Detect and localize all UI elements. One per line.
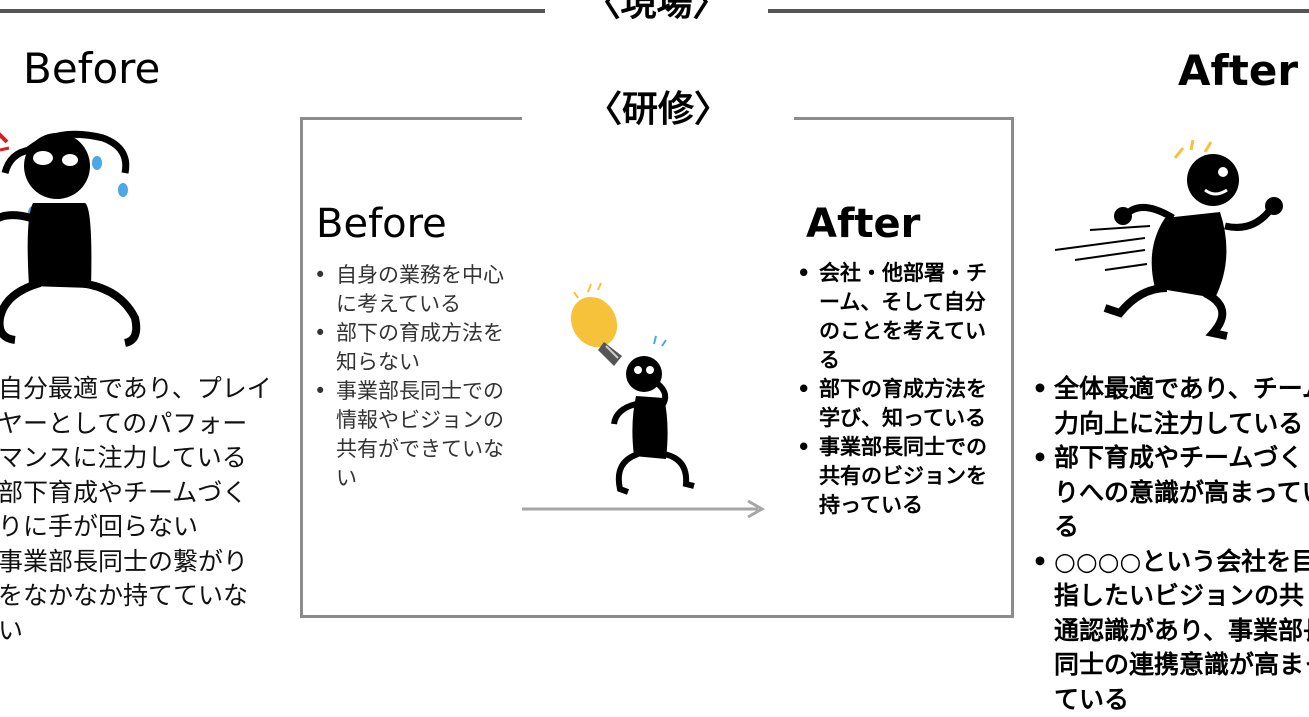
- field-after-label: After: [1178, 46, 1298, 96]
- list-item: 自分最適であり、プレイヤーとしてのパフォーマンスに注力している: [0, 372, 272, 476]
- stressed-figure-icon: [0, 118, 155, 348]
- running-figure-icon: [1045, 138, 1285, 338]
- field-before-label: Before: [23, 44, 160, 94]
- training-title: 〈研修〉: [522, 88, 794, 132]
- heading-rule-right: [768, 9, 1309, 13]
- list-item: ○○○○という会社を目指したいビジョンの共通認識があり、事業部長同士の連携意識が…: [1028, 545, 1309, 717]
- list-item: 全体最適であり、チーム力向上に注力している: [1028, 372, 1309, 441]
- training-after-list: 会社・他部署・チーム、そして自分のことを考えている 部下の育成方法を学び、知って…: [793, 259, 993, 520]
- training-after-label: After: [806, 200, 920, 248]
- list-item: 事業部長同士での情報やビジョンの共有ができていない: [310, 377, 515, 493]
- field-after-list: 全体最適であり、チーム力向上に注力している 部下育成やチームづくりへの意識が高ま…: [1028, 372, 1309, 717]
- transition-arrow-icon: [522, 497, 766, 521]
- list-item: 部下育成やチームづくりに手が回らない: [0, 476, 272, 545]
- list-item: 自身の業務を中心に考えている: [310, 261, 515, 319]
- list-item: 会社・他部署・チーム、そして自分のことを考えている: [793, 259, 993, 375]
- field-before-list: 自分最適であり、プレイヤーとしてのパフォーマンスに注力している 部下育成やチーム…: [0, 372, 272, 648]
- heading-rule-left: [0, 9, 545, 13]
- lightbulb-icon: [562, 288, 626, 366]
- list-item: 部下育成やチームづくりへの意識が高まっている: [1028, 441, 1309, 545]
- field-title: 〈現場〉: [545, 0, 768, 24]
- training-before-list: 自身の業務を中心に考えている 部下の育成方法を知らない 事業部長同士での情報やビ…: [310, 261, 515, 493]
- list-item: 部下の育成方法を知らない: [310, 319, 515, 377]
- list-item: 事業部長同士の繋がりをなかなか持てていない: [0, 545, 272, 649]
- training-before-label: Before: [316, 200, 447, 248]
- list-item: 事業部長同士での共有のビジョンを持っている: [793, 433, 993, 520]
- idea-figure-icon: [566, 284, 706, 499]
- list-item: 部下の育成方法を学び、知っている: [793, 375, 993, 433]
